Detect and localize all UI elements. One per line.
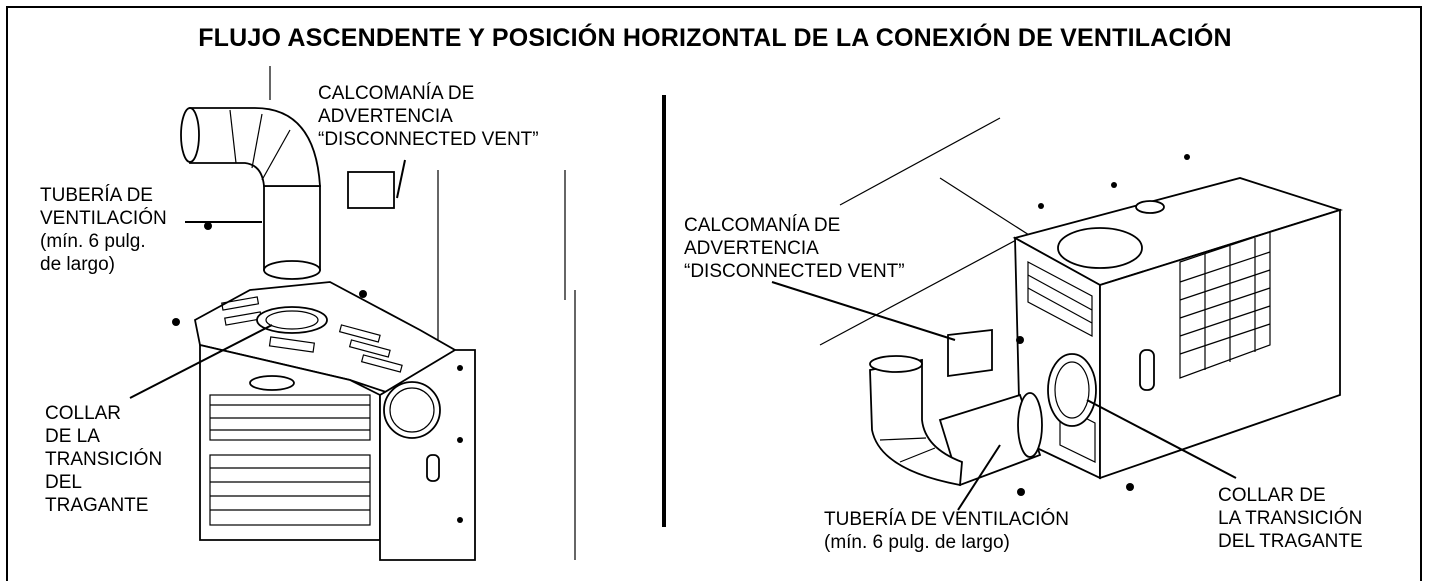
right-collar-label: COLLAR DE LA TRANSICIÓN DEL TRAGANTE bbox=[1218, 484, 1363, 553]
right-side-grille bbox=[1179, 231, 1271, 379]
left-pipe-label: TUBERÍA DE VENTILACIÓN (mín. 6 pulg. de … bbox=[40, 184, 167, 276]
right-pipe-label-line: TUBERÍA DE VENTILACIÓN bbox=[824, 509, 1069, 530]
right-pipe-label-line: (mín. 6 pulg. de largo) bbox=[824, 532, 1010, 553]
left-decal-label: CALCOMANÍA DE ADVERTENCIA “DISCONNECTED … bbox=[318, 82, 539, 151]
right-collar-label-line: DEL TRAGANTE bbox=[1218, 531, 1363, 552]
right-top-slot bbox=[1135, 200, 1165, 214]
left-front-handle bbox=[249, 375, 295, 391]
left-decal-label-line: “DISCONNECTED VENT” bbox=[318, 129, 539, 150]
left-pipe-label-line: de largo) bbox=[40, 254, 115, 275]
left-collar-label-line: TRANSICIÓN bbox=[45, 449, 163, 470]
left-vent-pipe bbox=[180, 107, 321, 280]
left-side-knockout bbox=[383, 381, 441, 439]
right-collar-label-line: LA TRANSICIÓN bbox=[1218, 508, 1363, 529]
left-side-slot bbox=[426, 454, 440, 482]
right-decal-label: CALCOMANÍA DE ADVERTENCIA “DISCONNECTED … bbox=[684, 214, 905, 283]
right-collar-label-line: COLLAR DE bbox=[1218, 485, 1326, 506]
left-decal-label-line: ADVERTENCIA bbox=[318, 106, 453, 127]
left-collar-label-line: COLLAR bbox=[45, 403, 122, 424]
right-flue-collar bbox=[1047, 353, 1097, 427]
left-pipe-label-line: VENTILACIÓN bbox=[40, 208, 167, 229]
right-pipe-label: TUBERÍA DE VENTILACIÓN (mín. 6 pulg. de … bbox=[824, 508, 1069, 554]
left-pipe-label-line: TUBERÍA DE bbox=[40, 185, 153, 206]
right-side-handle bbox=[1139, 349, 1155, 391]
left-warning-decal bbox=[347, 171, 395, 209]
right-decal-label-line: ADVERTENCIA bbox=[684, 238, 819, 259]
left-pipe-label-line: (mín. 6 pulg. bbox=[40, 231, 146, 252]
right-decal-label-line: CALCOMANÍA DE bbox=[684, 215, 841, 236]
left-collar-label-line: TRAGANTE bbox=[45, 495, 149, 516]
left-front-grille bbox=[209, 394, 371, 526]
left-furnace-drawing bbox=[129, 66, 576, 561]
left-decal-label-line: CALCOMANÍA DE bbox=[318, 83, 475, 104]
left-top-vent-slots bbox=[221, 296, 403, 373]
right-vent-pipe bbox=[869, 355, 1043, 487]
right-warning-decal bbox=[947, 328, 993, 378]
figure-frame bbox=[6, 6, 1422, 581]
left-collar-label-line: DEL bbox=[45, 472, 82, 493]
right-top-knockout bbox=[1057, 227, 1143, 269]
right-decal-label-line: “DISCONNECTED VENT” bbox=[684, 261, 905, 282]
left-collar-label-line: DE LA bbox=[45, 426, 100, 447]
figure-title: FLUJO ASCENDENTE Y POSICIÓN HORIZONTAL D… bbox=[198, 24, 1232, 52]
right-furnace-drawing bbox=[771, 117, 1343, 511]
left-collar-label: COLLAR DE LA TRANSICIÓN DEL TRAGANTE bbox=[45, 402, 162, 517]
